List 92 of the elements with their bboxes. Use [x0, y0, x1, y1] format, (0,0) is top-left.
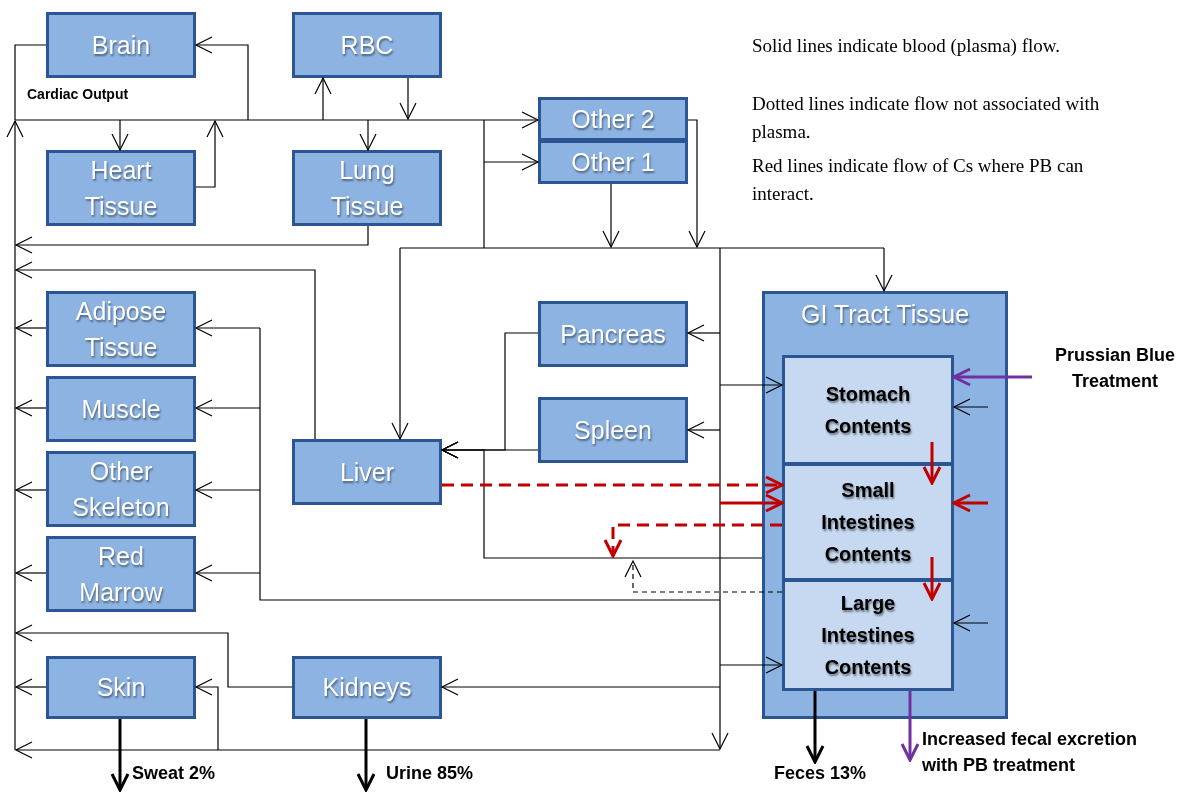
flow-arrow	[195, 564, 261, 582]
organ-box	[46, 150, 196, 226]
gi-tract-box	[762, 291, 1008, 719]
flow-arrow	[314, 77, 332, 121]
node-label: Lung Tissue	[329, 154, 405, 222]
flow-arrow	[195, 36, 249, 121]
node-label: Large Intestines Contents	[820, 591, 916, 680]
flow-arrow	[875, 247, 893, 292]
flow-arrow	[720, 493, 784, 513]
flow-arrow	[391, 247, 409, 440]
flow-arrow	[687, 119, 706, 248]
flow-arrow	[719, 376, 783, 394]
compartment-box	[782, 579, 954, 691]
flow-arrow	[687, 421, 721, 439]
flow-arrow	[719, 656, 783, 674]
flow-arrow	[922, 557, 942, 601]
flow-arrow	[15, 261, 316, 440]
flow-arrow	[195, 120, 224, 188]
edge-label: Prussian Blue Treatment	[1053, 344, 1176, 394]
note-text: Red lines indicate flow of Cs where PB can interact.	[752, 154, 1085, 206]
organ-box	[46, 536, 196, 612]
compartment-box	[782, 355, 954, 465]
organ-box	[538, 397, 688, 463]
flow-arrow	[805, 691, 825, 764]
flow-arrow	[922, 442, 942, 485]
flow-arrow	[603, 523, 782, 558]
organ-box	[46, 656, 196, 719]
flow-arrow	[602, 183, 620, 248]
flow-arrow	[111, 119, 129, 151]
flow-arrow	[442, 475, 784, 495]
organ-box	[538, 301, 688, 367]
organ-box	[538, 97, 688, 141]
flow-arrow	[15, 678, 47, 696]
node-label: Red Marrow	[78, 540, 164, 608]
organ-box	[46, 451, 196, 527]
flow-arrow	[15, 564, 47, 582]
organ-box	[538, 140, 688, 184]
node-label: Other 1	[571, 146, 655, 178]
flow-arrow	[441, 678, 721, 696]
organ-box	[292, 656, 442, 719]
node-label: Brain	[91, 29, 151, 61]
flow-arrow	[441, 441, 763, 559]
node-label: Adipose Tissue	[74, 295, 168, 363]
flow-arrow	[952, 493, 988, 513]
flow-arrow	[952, 367, 1032, 387]
flow-arrow	[195, 678, 219, 751]
flow-arrow	[356, 719, 376, 792]
edge-label: Increased fecal excretion with PB treatment	[922, 728, 1139, 778]
edge-label: Sweat 2%	[132, 762, 217, 785]
node-label: Spleen	[574, 414, 652, 446]
flow-arrow	[359, 119, 377, 151]
node-label: Other 2	[571, 103, 655, 135]
organ-box	[292, 439, 442, 505]
flow-arrow	[953, 398, 989, 416]
edge-label: Urine 85%	[386, 762, 475, 785]
node-label: Liver	[339, 456, 395, 488]
note-text: Solid lines indicate blood (plasma) flow.	[752, 34, 1061, 58]
note-text: Dotted lines indicate flow not associated with plasma.	[752, 92, 1101, 144]
node-label: Kidneys	[322, 672, 412, 704]
flow-arrow	[399, 77, 417, 120]
flow-arrow	[195, 481, 261, 499]
node-label: Other Skeleton	[71, 455, 171, 523]
flow-arrow	[624, 560, 783, 593]
flow-arrow	[15, 225, 369, 254]
cardiac-output-label: Cardiac Output	[27, 86, 129, 102]
organ-box	[46, 376, 196, 442]
node-label: Stomach Contents	[823, 382, 913, 439]
organ-box	[46, 12, 196, 78]
flow-arrow	[15, 319, 47, 337]
compartment-box	[782, 463, 954, 581]
organ-box	[292, 150, 442, 226]
node-label: Small Intestines Contents	[820, 478, 916, 567]
organ-box	[46, 291, 196, 367]
flow-arrow	[110, 719, 130, 792]
flow-arrow	[195, 319, 261, 337]
flow-arrow	[15, 481, 47, 499]
node-label: Heart Tissue	[83, 154, 159, 222]
flow-arrow	[15, 399, 47, 417]
flow-arrow	[483, 153, 539, 171]
node-label: Muscle	[81, 393, 161, 425]
node-label: GI Tract Tissue	[800, 300, 970, 329]
flow-arrow	[15, 624, 293, 688]
edge-label: Feces 13%	[774, 762, 868, 785]
flow-arrow	[687, 324, 721, 342]
node-label: Skin	[96, 672, 146, 704]
flow-arrow	[195, 399, 261, 417]
node-label: RBC	[340, 29, 394, 61]
flow-arrow	[953, 614, 989, 632]
organ-box	[292, 12, 442, 78]
flow-arrow	[483, 111, 539, 129]
node-label: Pancreas	[560, 318, 666, 350]
flow-arrow	[900, 691, 920, 762]
